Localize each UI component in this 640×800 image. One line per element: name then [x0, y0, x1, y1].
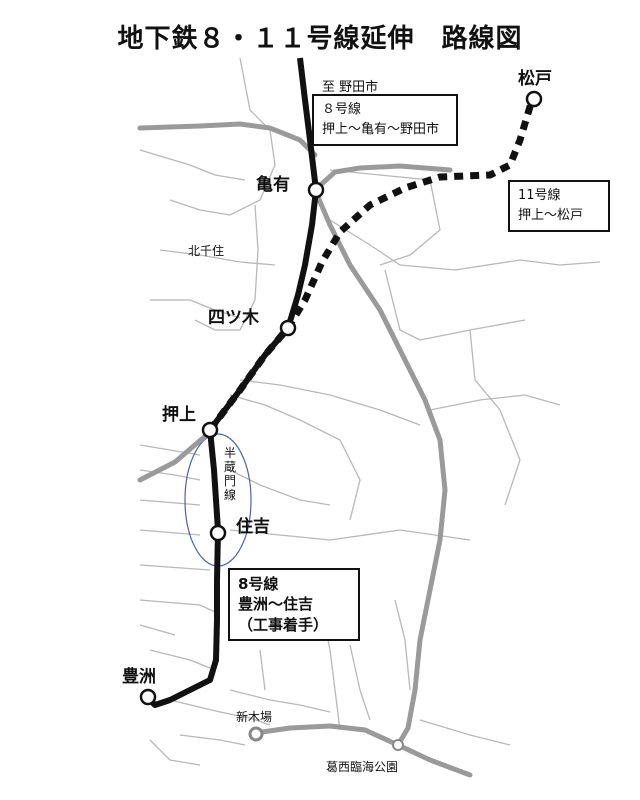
station-matsudo-marker	[525, 90, 543, 108]
station-kameari-label: 亀有	[256, 175, 290, 195]
destination-label: 至 野田市	[322, 80, 379, 95]
station-yotsugi-marker	[279, 319, 297, 337]
map-title: 地下鉄８・１１号線延伸 路線図	[117, 24, 523, 54]
station-toyosu-label: 豊洲	[122, 667, 156, 687]
station-yotsugi-label: 四ツ木	[208, 308, 259, 328]
line11-title: 11号線	[518, 188, 561, 203]
line8-south-title: 8号線	[238, 575, 279, 593]
station-sumiyoshi-label: 住吉	[236, 517, 270, 537]
rail-lines	[137, 121, 473, 778]
line11-box: 11号線 押上～松戸	[508, 180, 610, 233]
station-sumiyoshi-marker	[209, 524, 227, 542]
station-oshiage-label: 押上	[162, 405, 196, 425]
shinkiba-label: 新木場	[236, 710, 273, 724]
station-markers	[139, 90, 543, 751]
line8-south-route: 豊洲～住吉	[238, 595, 314, 614]
station-oshiage-marker	[201, 421, 219, 439]
line8-south-note: （工事着手）	[238, 615, 329, 634]
station-matsudo-label: 松戸	[518, 69, 552, 89]
hanzomon-line-label: 半蔵門線	[223, 446, 236, 502]
line11-route: 押上～松戸	[518, 208, 584, 224]
line8-north-title: ８号線	[322, 102, 362, 117]
kitasenju-label: 北千住	[188, 244, 225, 258]
line8-north-box: ８号線 押上～亀有～野田市	[312, 94, 458, 147]
station-kasai-marker	[392, 739, 404, 751]
station-toyosu-marker	[139, 688, 157, 706]
station-shinkiba-marker	[248, 726, 264, 742]
station-kameari-marker	[307, 181, 325, 199]
line8-north-route: 押上～亀有～野田市	[322, 122, 440, 138]
line8-south-box: 8号線 豊洲～住吉 （工事着手）	[228, 568, 360, 641]
kasai-label: 葛西臨海公園	[326, 760, 399, 774]
street-network	[139, 57, 601, 766]
